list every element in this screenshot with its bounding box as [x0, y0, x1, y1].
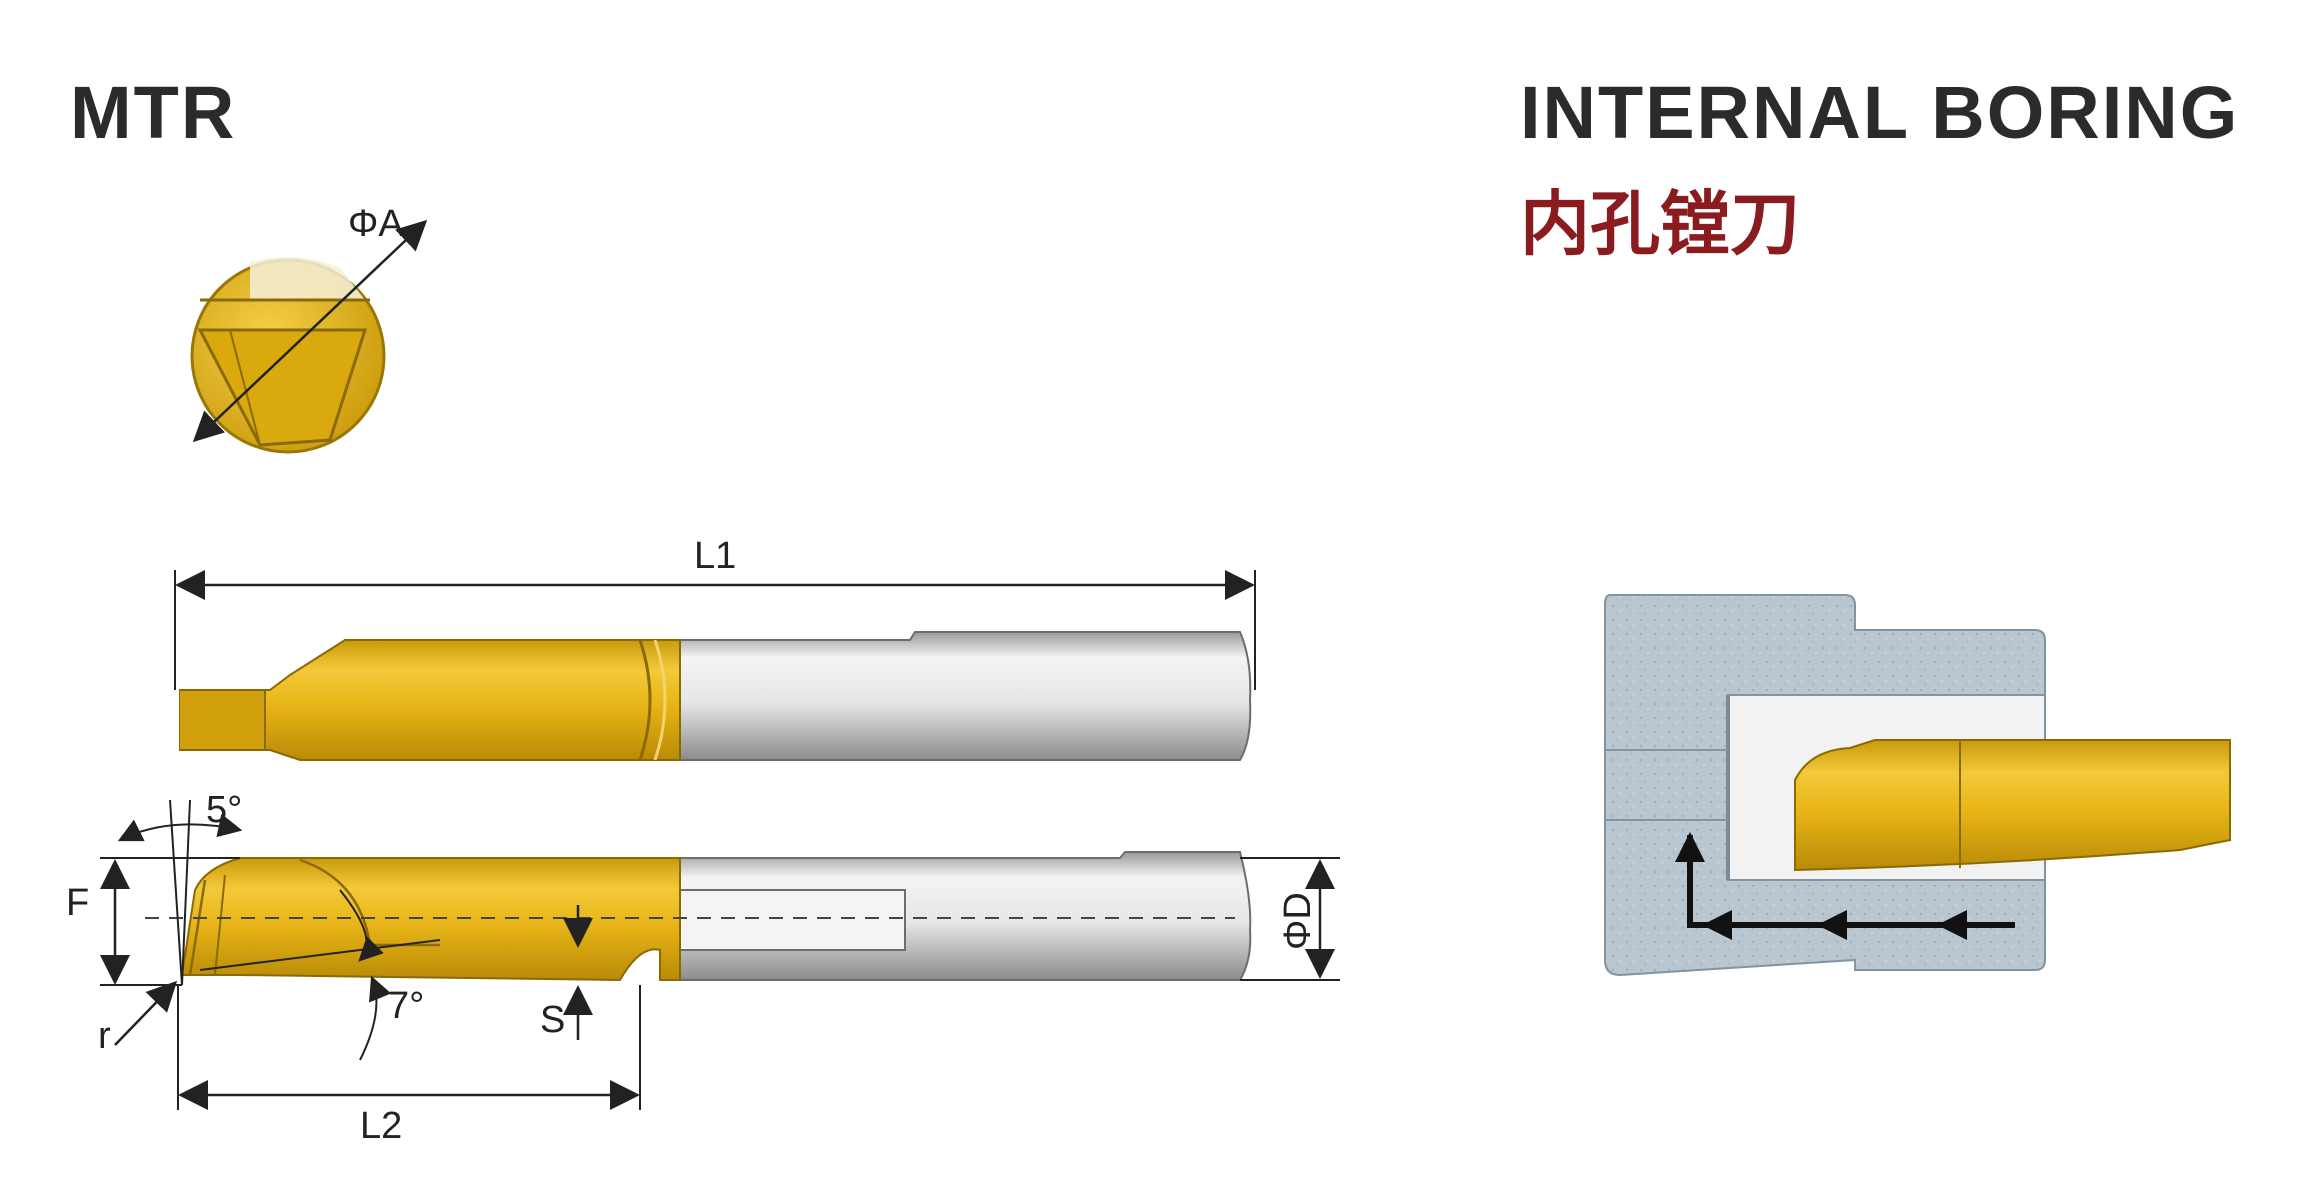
s-label: S [540, 999, 565, 1041]
l2-dimension: L2 [177, 985, 641, 1147]
phi-d-label: ΦD [1277, 892, 1319, 950]
tool-bottom-view [145, 851, 1252, 982]
angle-bottom-label: 7° [388, 985, 424, 1027]
angle-top-label: 5° [206, 789, 242, 831]
page-title: INTERNAL BORING [1520, 71, 2240, 154]
phi-d-dimension: ΦD [1240, 857, 1340, 981]
angle-7-dimension: 7° [199, 889, 441, 1061]
l2-label: L2 [360, 1105, 402, 1147]
tool-top-view [179, 631, 1252, 761]
application-illustration [1604, 594, 2231, 977]
phi-a-label: ΦA [348, 203, 404, 245]
model-title: MTR [70, 71, 237, 154]
r-label: r [98, 1015, 111, 1057]
page-subtitle: 内孔镗刀 [1520, 183, 1800, 265]
end-view: ΦA [190, 203, 428, 454]
l1-label: L1 [694, 535, 736, 577]
s-dimension: S [540, 905, 593, 1041]
f-label: F [66, 882, 89, 924]
angle-5-dimension: 5° [117, 789, 243, 986]
l1-dimension: L1 [174, 535, 1256, 690]
r-dimension: r [98, 980, 178, 1057]
